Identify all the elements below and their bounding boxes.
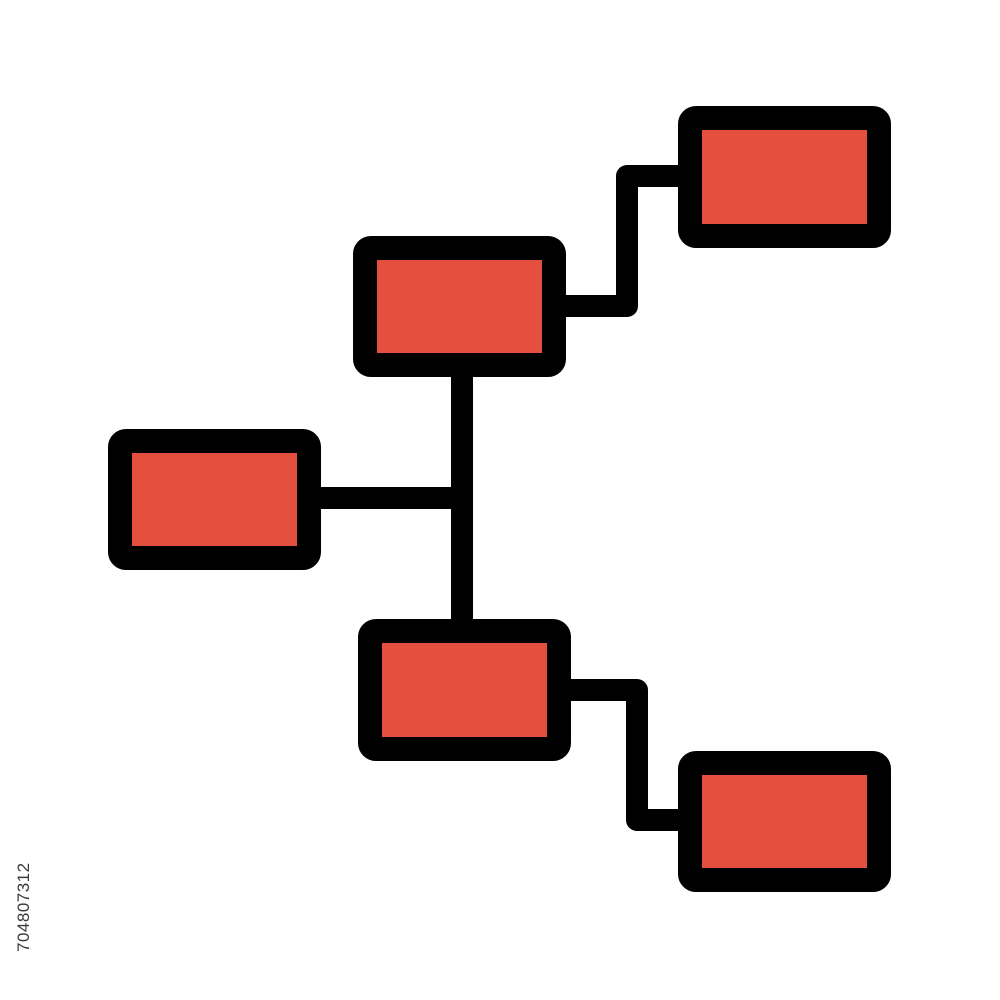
node-center-bottom bbox=[358, 619, 571, 761]
node-center-top bbox=[353, 236, 566, 377]
node-bottom-right bbox=[678, 751, 891, 892]
connector-center-bottom-to-bottom-right bbox=[566, 679, 684, 831]
node-top-right bbox=[678, 106, 891, 248]
watermark-image-id: 704807312 bbox=[14, 862, 33, 952]
node-left bbox=[108, 429, 321, 570]
connector-center-top-to-top-right bbox=[560, 165, 684, 317]
